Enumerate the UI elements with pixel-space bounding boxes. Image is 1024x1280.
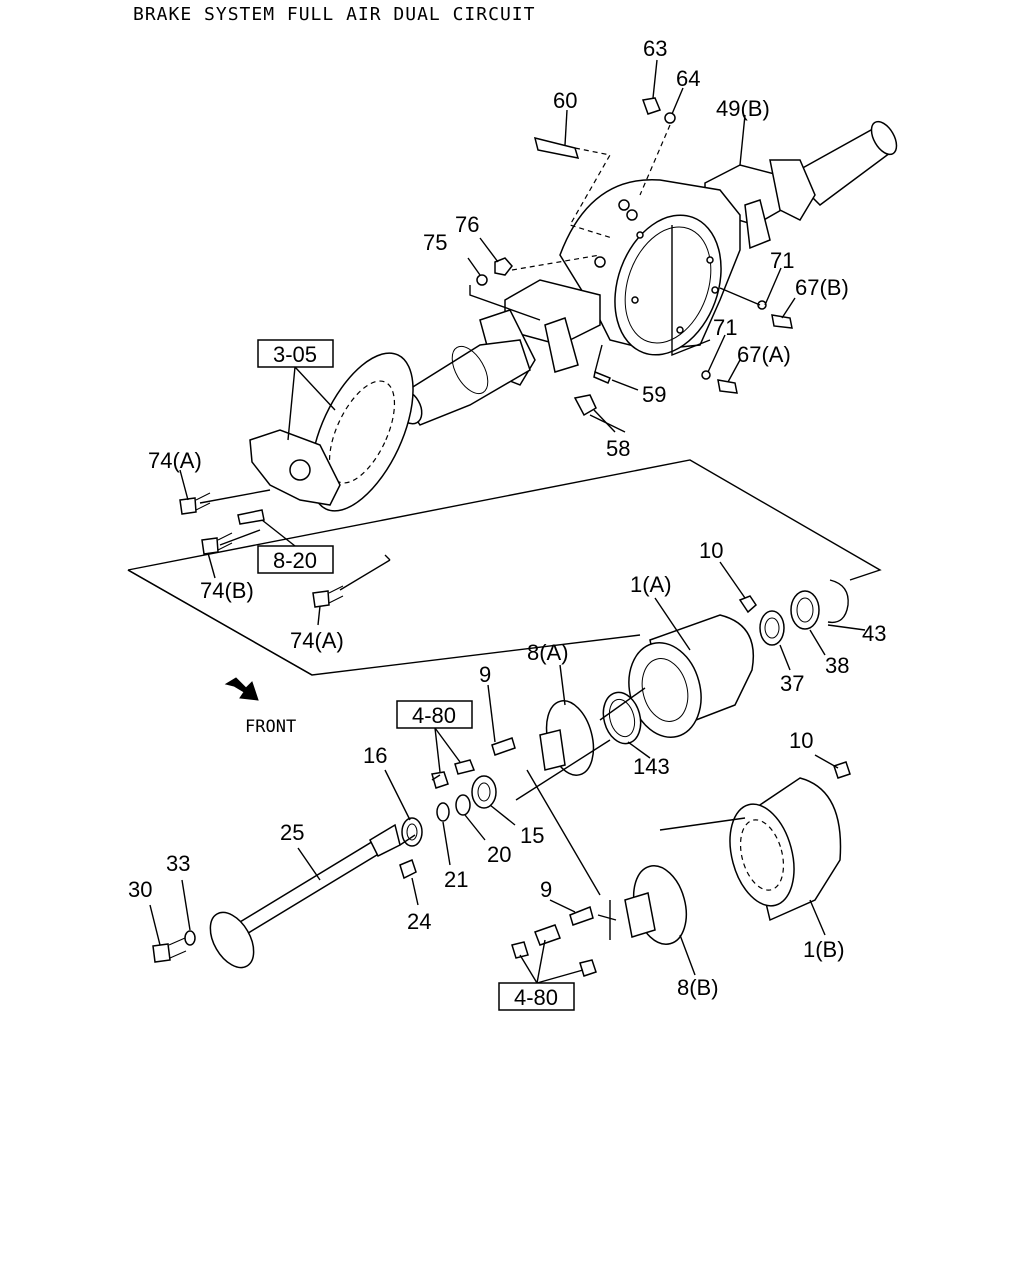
reference-box-4-80-lower[interactable]: 4-80 [498, 982, 575, 1011]
callout-9-upper: 9 [479, 662, 491, 687]
bolt-67a [717, 379, 738, 394]
callout-labels: 63 64 60 49(B) 76 75 71 67(B) 71 67(A) 5… [128, 36, 886, 1000]
nut-4-80-lower-b [579, 959, 597, 977]
hub-8b [624, 865, 688, 945]
seal-37 [759, 610, 785, 646]
callout-15: 15 [520, 823, 544, 848]
bolt-67b [771, 314, 793, 329]
callout-1a: 1(A) [630, 572, 672, 597]
group-boundary-left [127, 569, 313, 676]
callout-8b: 8(B) [677, 975, 719, 1000]
front-direction-label: FRONT [245, 717, 296, 737]
callout-63: 63 [643, 36, 667, 61]
snap-ring-43 [827, 579, 849, 624]
callout-8a: 8(A) [527, 640, 569, 665]
nut-76 [494, 257, 513, 276]
reference-box-8-20[interactable]: 8-20 [257, 545, 334, 574]
callout-20: 20 [487, 842, 511, 867]
callout-9-lower: 9 [540, 877, 552, 902]
callout-58: 58 [606, 436, 630, 461]
bolt-74a-lower [312, 585, 344, 608]
callout-1b: 1(B) [803, 937, 845, 962]
nut-10b [833, 761, 851, 779]
bolt-30 [152, 937, 187, 963]
fitting-58 [573, 394, 597, 417]
svg-text:4-80: 4-80 [514, 985, 558, 1010]
callout-75: 75 [423, 230, 447, 255]
callout-25: 25 [280, 820, 304, 845]
callout-71-lower: 71 [713, 315, 737, 340]
callout-30: 30 [128, 877, 152, 902]
bolt-63 [641, 97, 662, 115]
callout-49b: 49(B) [716, 96, 770, 121]
breather-plug-60 [533, 136, 580, 159]
hub-assembly-1a [628, 614, 754, 738]
callout-43: 43 [862, 621, 886, 646]
callout-24: 24 [407, 909, 431, 934]
callout-64: 64 [676, 66, 700, 91]
axle-housing [393, 120, 898, 426]
washer-75 [476, 274, 488, 286]
ring-71a [757, 300, 767, 310]
axle-shaft-25 [209, 823, 401, 969]
stud-4-80-upper [454, 759, 476, 775]
callout-74b: 74(B) [200, 578, 254, 603]
bearing-15 [471, 775, 497, 809]
reference-box-4-80-upper[interactable]: 4-80 [396, 700, 473, 729]
seal-16 [401, 817, 423, 847]
callout-71-upper: 71 [770, 248, 794, 273]
nut-4-80-upper [431, 771, 449, 789]
washer-64 [664, 112, 676, 124]
brake-drum-1b [729, 777, 842, 922]
plug-59 [593, 370, 611, 384]
stud-4-80-lower [534, 924, 561, 946]
stud-9a [491, 737, 516, 756]
hub-8a [539, 700, 595, 776]
nut-4-80-lower-a [511, 941, 529, 959]
brake-pin [237, 509, 265, 525]
washer-21 [436, 802, 450, 822]
callout-76: 76 [455, 212, 479, 237]
svg-text:4-80: 4-80 [412, 703, 456, 728]
callout-143: 143 [633, 754, 670, 779]
callout-10-upper: 10 [699, 538, 723, 563]
callout-10-lower: 10 [789, 728, 813, 753]
callout-59: 59 [642, 382, 666, 407]
front-arrow-icon [224, 677, 259, 701]
callout-74a-upper: 74(A) [148, 448, 202, 473]
bearing-38 [790, 590, 820, 630]
callout-16: 16 [363, 743, 387, 768]
washer-33 [184, 930, 196, 946]
callout-60: 60 [553, 88, 577, 113]
brake-backing-plate [310, 352, 414, 512]
callout-21: 21 [444, 867, 468, 892]
svg-text:8-20: 8-20 [273, 548, 317, 573]
callout-37: 37 [780, 671, 804, 696]
callout-74a-lower: 74(A) [290, 628, 344, 653]
callout-33: 33 [166, 851, 190, 876]
page-title: BRAKE SYSTEM FULL AIR DUAL CIRCUIT [133, 4, 536, 25]
callout-67a: 67(A) [737, 342, 791, 367]
svg-text:3-05: 3-05 [273, 342, 317, 367]
brake-anchor-bracket [249, 429, 341, 506]
nut-20 [455, 794, 471, 816]
reference-box-3-05[interactable]: 3-05 [257, 339, 334, 368]
nut-10a [738, 595, 757, 614]
ring-71b [701, 370, 711, 380]
stud-9b [569, 905, 594, 926]
callout-67b: 67(B) [795, 275, 849, 300]
bolt-74a-upper [179, 492, 211, 515]
leader-lines [149, 59, 866, 984]
callout-38: 38 [825, 653, 849, 678]
bolt-24 [399, 858, 417, 880]
